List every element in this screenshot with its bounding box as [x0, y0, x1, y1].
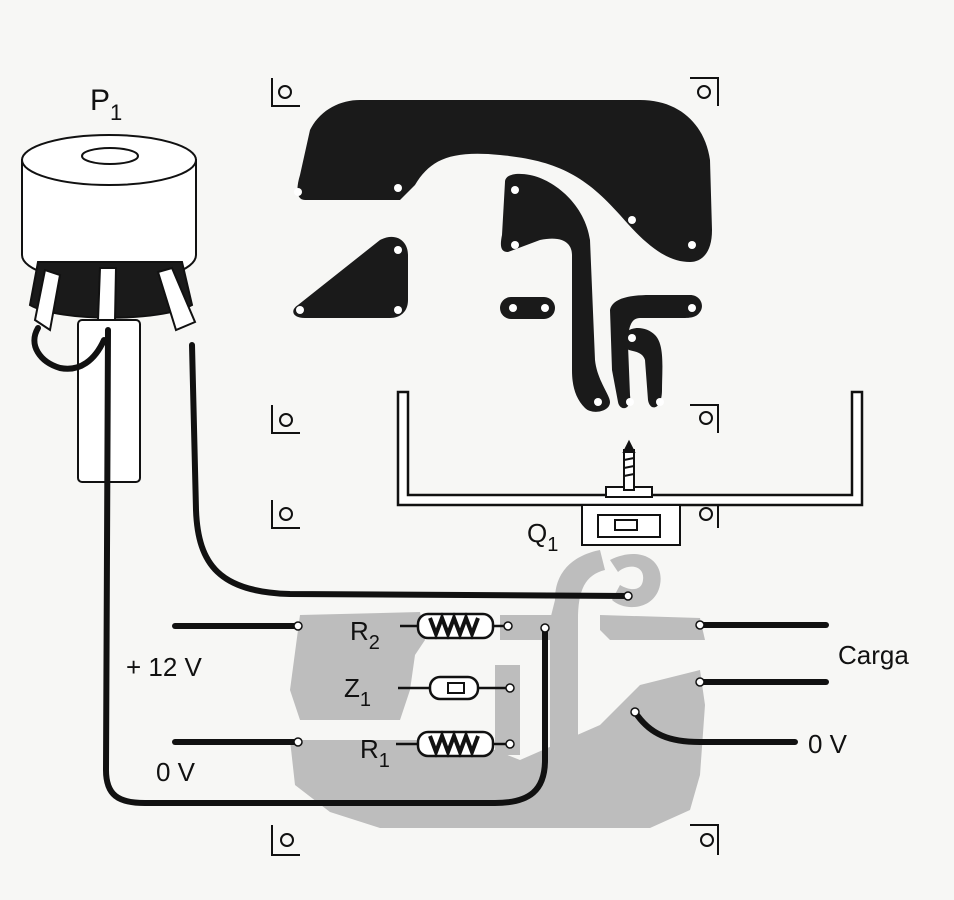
labels: P1 Q1 R2 Z1 R1 + 12 V 0 V Carga 0 V [90, 84, 909, 787]
pot-to-ground-wire [102, 327, 548, 806]
label-p1: P1 [90, 84, 122, 125]
label-zero-v-left: 0 V [156, 757, 196, 787]
base-loop-trace [610, 554, 661, 608]
pcb-holes [294, 184, 696, 406]
hole [626, 398, 634, 406]
wires [31, 325, 829, 806]
pot-top-hole [81, 147, 139, 165]
hole [688, 304, 696, 312]
hole [656, 398, 664, 406]
label-r2: R2 [350, 616, 380, 654]
pot-lug-right [156, 266, 197, 332]
hole [511, 186, 519, 194]
resistor-r1 [396, 730, 510, 758]
emitter-copper-track [622, 328, 663, 408]
screw-tip [622, 439, 636, 453]
zener-z1 [398, 675, 510, 701]
hole [594, 398, 602, 406]
pot-lug-left [33, 268, 62, 332]
mounting-screw [623, 449, 635, 491]
label-r1: R1 [360, 734, 390, 772]
small-copper-pad [500, 297, 555, 319]
label-z1: Z1 [344, 673, 371, 711]
emitter-column-trace [550, 550, 605, 760]
curved-copper-track [500, 173, 610, 412]
corner-mark-top-right [690, 77, 719, 106]
corner-mark-bottom-right [690, 824, 719, 855]
hole [541, 304, 549, 312]
pot-jumper-wire [31, 325, 107, 372]
transistor-hole [614, 519, 638, 531]
top-copper-layout [293, 100, 712, 412]
zero-v-right-lead [632, 709, 798, 745]
corner-mark-bottom-left [271, 825, 300, 856]
pot-to-base-wire [189, 342, 631, 599]
hole [628, 216, 636, 224]
bottom-copper-traces [290, 550, 705, 828]
hole [509, 304, 517, 312]
hole [394, 184, 402, 192]
label-carga: Carga [838, 640, 909, 670]
pot-lug-center [96, 267, 118, 321]
input-trace-pad [290, 612, 425, 720]
heatsink [396, 390, 864, 507]
label-plus12v: + 12 V [126, 652, 203, 682]
hole [294, 188, 302, 196]
corner-marks [271, 77, 719, 856]
label-q1: Q1 [527, 518, 558, 556]
label-zero-v-right: 0 V [808, 729, 848, 759]
collector-trace [600, 615, 705, 640]
solder-pads [293, 591, 705, 749]
hole [628, 334, 636, 342]
ground-return-trace [290, 670, 705, 828]
corner-mark-mid-left-2 [271, 500, 300, 529]
corner-mark-mid-right-1 [690, 404, 719, 433]
resistor-r2 [400, 612, 508, 640]
hole [394, 306, 402, 314]
corner-mark-top-left [271, 78, 300, 107]
large-copper-area [297, 100, 712, 262]
hole [296, 306, 304, 314]
corner-mark-mid-left-1 [271, 405, 300, 434]
hole [688, 241, 696, 249]
hole [394, 246, 402, 254]
triangle-copper-pad [293, 236, 408, 318]
transistor-q1 [581, 439, 681, 546]
hole [511, 241, 519, 249]
